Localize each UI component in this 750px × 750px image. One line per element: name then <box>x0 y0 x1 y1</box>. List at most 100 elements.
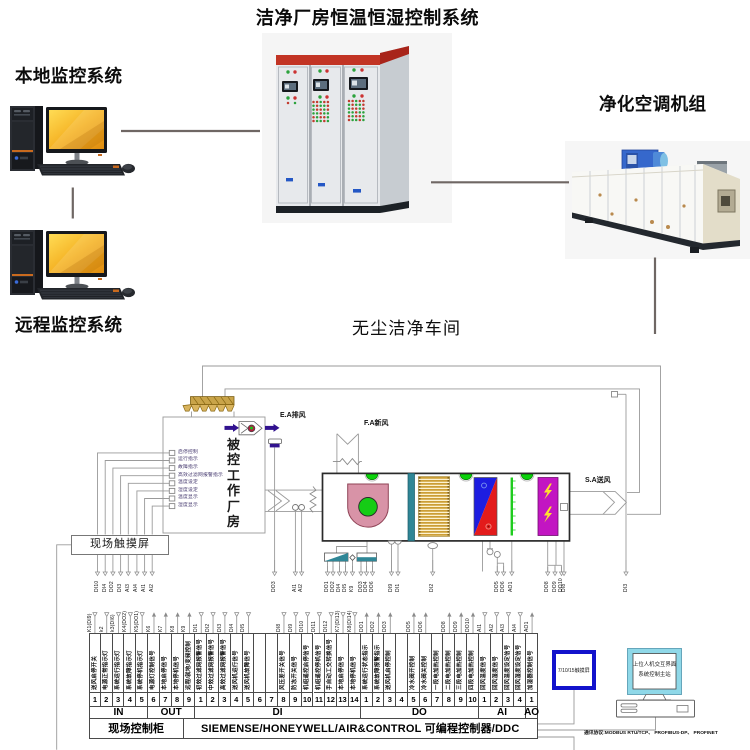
io-desc-cell: 本地启停信号 <box>159 633 172 693</box>
io-num-cell: 1 <box>360 692 373 706</box>
touchscreen-wire-label: DI3 <box>117 583 124 592</box>
io-num-cell: 3 <box>218 692 231 706</box>
io-num-cell: 7 <box>431 692 444 706</box>
io-desc-text: 本地启停信号 <box>339 656 346 691</box>
valve-icon <box>486 548 501 558</box>
arrow-down-icon <box>336 571 343 577</box>
arrow-up-icon <box>459 612 464 617</box>
io-desc-cell: 加湿器控制信号 <box>526 633 538 693</box>
arrow-down-icon <box>517 612 523 618</box>
io-num-cell: 1 <box>195 692 208 706</box>
io-top-label: DI2 <box>204 623 211 632</box>
duct-probe-icon <box>611 391 618 398</box>
io-desc-cell: 回风温度设定信号 <box>502 633 515 693</box>
arrow-down-icon <box>482 612 488 618</box>
humidifier-icon <box>537 477 559 536</box>
io-desc-text: 风压差开关信号 <box>280 650 287 691</box>
io-top-label: AI4 <box>512 623 519 632</box>
arrow-down-icon <box>358 571 364 577</box>
io-desc-text: 回风湿度设定信号 <box>516 644 523 691</box>
io-desc-text: 回风湿度信号 <box>492 656 499 691</box>
io-desc-cell: 冷水阀关控制 <box>419 633 432 693</box>
supply-fan-icon <box>347 483 389 528</box>
io-top-label: DI5 <box>240 623 247 632</box>
io-top-label: K7 <box>157 625 164 632</box>
io-desc-text: 本地停机信号 <box>351 656 358 691</box>
io-desc-text: 中效过滤网报警信号 <box>209 639 216 691</box>
io-top-label: K8 <box>169 625 176 632</box>
io-top-label: k3(DI6) <box>110 614 117 632</box>
io-num-cell: 10 <box>467 692 479 706</box>
touchscreen-wire-label: AI2 <box>148 583 155 592</box>
io-top-label: K9 <box>181 625 188 632</box>
arrow-down-icon <box>328 612 334 618</box>
arrow-up-icon <box>470 612 476 617</box>
io-desc-cell: 系统故障报警指示 <box>372 633 385 693</box>
workshop-signal-label: 故障指示 <box>178 465 198 470</box>
arrow-down-icon <box>324 571 331 577</box>
io-num-cell: 14 <box>348 692 361 706</box>
io-desc-text: 送风启停开关 <box>92 656 99 691</box>
valve-wire-label: DO6 <box>500 581 507 592</box>
io-num-cell: 1 <box>89 692 101 706</box>
return-air-arrow-icon <box>267 490 283 512</box>
arrow-down-icon <box>149 571 155 577</box>
host-line1: 上位人机交互界面 <box>633 662 677 668</box>
filter-icon <box>510 477 516 536</box>
io-num-cell: 4 <box>514 692 527 706</box>
io-num-cell: 1 <box>478 692 491 706</box>
arrow-up-icon <box>388 612 393 617</box>
cabinet-indicator-lights <box>286 68 364 100</box>
protocol-label: 通讯协议:MODBUS RTU/TCP、 PROFIBUS-DP、 PROFIN… <box>584 731 718 736</box>
workshop-signal-label: 运行指示 <box>178 457 198 463</box>
io-num-cell: 4 <box>396 692 409 706</box>
vfd-starter-icon <box>324 552 377 562</box>
fan-unit-wire-label: DO6 <box>369 581 375 592</box>
arrow-down-icon <box>271 571 278 577</box>
io-top-label: AO1 <box>523 621 530 632</box>
io-top-label: AI2 <box>488 623 495 632</box>
io-num-cell: 6 <box>148 692 160 706</box>
io-desc-text: 送风机启停控制 <box>386 650 393 691</box>
io-num-cell: 8 <box>278 692 290 706</box>
arrow-down-icon <box>141 571 148 577</box>
ea-damper-icon <box>269 443 280 448</box>
io-num-cell: 10 <box>301 692 314 706</box>
io-num-cell: 7 <box>159 692 172 706</box>
io-top-label: DI9 <box>287 623 294 632</box>
local-computer-photo <box>10 106 135 176</box>
io-desc-cell: 本地停机信号 <box>348 633 361 693</box>
io-desc-cell: 系统故障指示灯 <box>124 633 137 693</box>
host-line2: 系统控制主站 <box>638 672 671 678</box>
touch-panel-label: 7/10/15触摸屏 <box>557 667 590 674</box>
arrow-down-icon <box>493 612 500 618</box>
io-desc-text: 电源正常指示灯 <box>102 650 109 691</box>
io-desc-text: 高效过滤网报警信号 <box>221 639 228 691</box>
arrow-down-icon <box>552 571 558 577</box>
io-top-label: DI3 <box>216 623 223 632</box>
arrow-down-icon <box>292 571 299 577</box>
io-desc-cell: 送风启停开关 <box>89 633 101 693</box>
local-monitor-label: 本地监控系统 <box>15 66 123 86</box>
io-desc-cell: 送风机故障信号 <box>242 633 255 693</box>
io-desc-cell: 本地启停信号 <box>337 633 349 693</box>
workshop-signal-squares <box>168 449 176 510</box>
control-cabinet-photo <box>276 46 409 213</box>
io-top-label: K1(DI9) <box>86 613 93 632</box>
arrow-down-icon <box>139 612 145 618</box>
io-desc-cell <box>254 633 267 693</box>
touchscreen-wire-label: AI3 <box>124 583 131 592</box>
supply-air-label: S.A送风 <box>585 477 611 484</box>
touchscreen-box[interactable]: 现场触摸屏 <box>71 534 169 555</box>
drain-wire-label: DI2 <box>429 583 436 592</box>
ahu-photo-label: 净化空调机组 <box>599 94 707 114</box>
touch-panel-box[interactable]: 7/10/15触摸屏 <box>551 650 596 690</box>
io-num-cell: 5 <box>136 692 149 706</box>
arrow-down-icon <box>102 571 108 577</box>
workshop-area-label: 无尘洁净车间 <box>352 319 462 338</box>
io-desc-cell: 手自动工交转换信号 <box>325 633 338 693</box>
io-num-cell: 8 <box>171 692 184 706</box>
io-top-label: K7(DI13) <box>334 610 341 632</box>
io-desc-cell: 系统运行状态指示 <box>360 633 373 693</box>
io-top-label: DO8 <box>441 621 448 632</box>
